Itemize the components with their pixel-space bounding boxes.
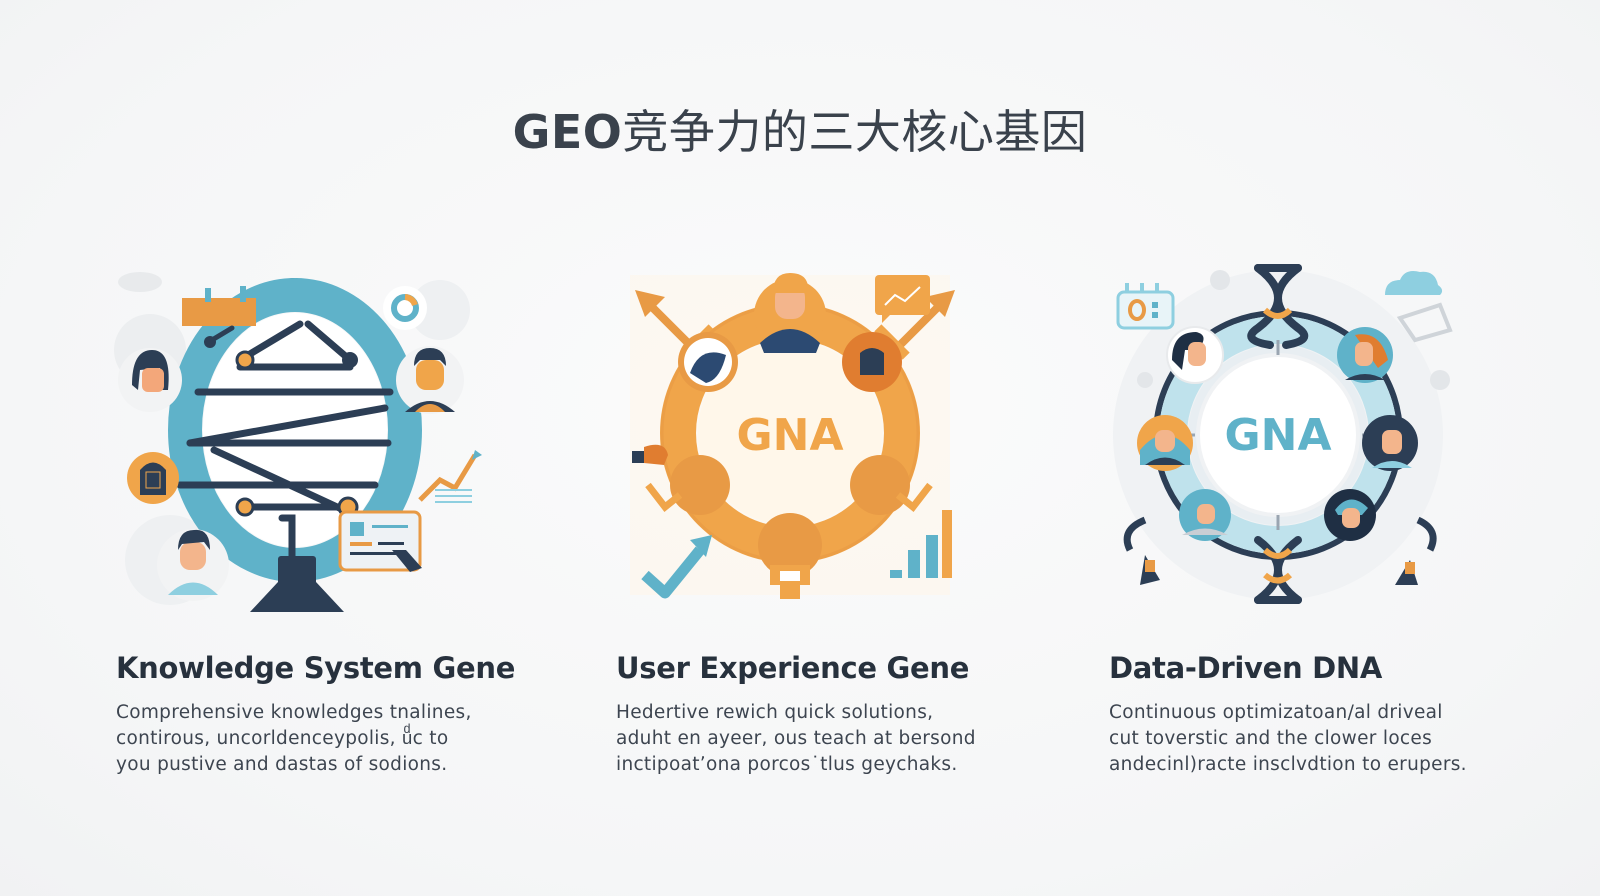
illustration-label: GNA (1225, 410, 1332, 461)
card-title: Data-Driven DNA (1109, 651, 1383, 685)
description-line: you pustive and dastas of sodions. (116, 754, 448, 775)
description-line: Comprehensive knowledges tnalines, (116, 702, 472, 723)
card-description: Comprehensive knowledges tnalines, conti… (116, 700, 472, 778)
description-line: contirous, uncorldenceypolis, uͩc to (116, 728, 449, 749)
card-title: Knowledge System Gene (116, 651, 516, 685)
description-line: Continuous optimizatoan/al driveal (1109, 702, 1443, 723)
page-title: GEO竞争力的三大核心基因 (0, 96, 1600, 162)
description-line: Hedertive rewich quick solutions, (616, 702, 934, 723)
dna-network-ring-icon: GNA (1113, 264, 1453, 604)
dna-helix-ring-icon (114, 272, 482, 612)
card-title: User Experience Gene (616, 651, 970, 685)
description-line: inctipoatʼona porcos˙tlus geychaks. (616, 754, 958, 775)
description-line: andecinl)racte insclvdtion to erupers. (1109, 754, 1467, 775)
description-line: aduht en ayeer, ous teach at bersond (616, 728, 976, 749)
card-description: Hedertive rewich quick solutions, aduht … (616, 700, 976, 778)
description-line: cut toverstic and the clower loces (1109, 728, 1433, 749)
illustration-label: GNA (737, 410, 844, 461)
page-title-latin: GEO (512, 105, 623, 159)
card-description: Continuous optimizatoan/al driveal cut t… (1109, 700, 1467, 778)
page-title-cjk: 竞争力的三大核心基因 (622, 105, 1088, 159)
user-ring-icon: GNA (630, 273, 955, 599)
